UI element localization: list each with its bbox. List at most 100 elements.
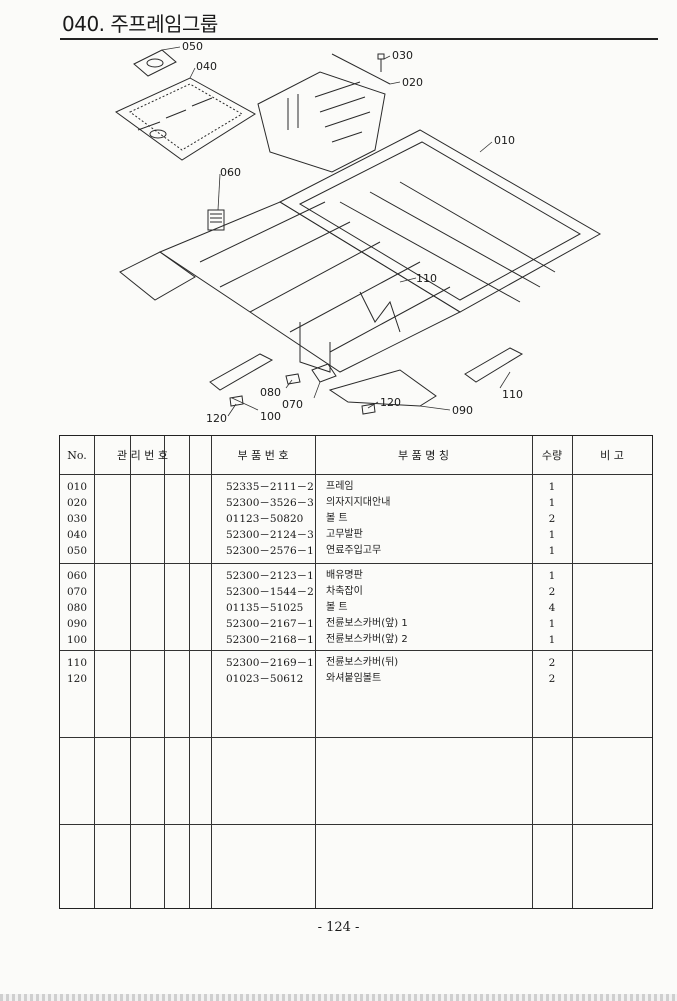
callout-070: 070 [282, 398, 303, 411]
cell-no: 030 [67, 513, 88, 525]
cell-name: 의자지지대안내 [326, 497, 391, 508]
cell-pn: 52335－2111－2 [226, 481, 314, 493]
callout-100: 100 [260, 410, 281, 423]
exploded-parts-diagram: 050 040 030 020 010 060 110 080 070 120 … [115, 42, 602, 425]
table-row: 120 01023－50612 와셔붙임볼트 2 [60, 671, 652, 687]
cell-qty: 2 [548, 513, 556, 525]
cell-pn: 52300－2576－1 [226, 545, 314, 557]
callout-060: 060 [220, 166, 241, 179]
table-row: 110 52300－2169－1 전륜보스카버(뒤) 2 [60, 655, 652, 671]
page-number: - 124 - [317, 920, 360, 935]
callout-110-lower: 110 [502, 388, 523, 401]
cell-qty: 1 [548, 634, 556, 646]
cell-pn: 01135－51025 [226, 602, 304, 614]
table-row: 090 52300－2167－1 전륜보스카버(앞) 1 1 [60, 616, 652, 632]
callout-040: 040 [196, 60, 217, 73]
cell-qty: 1 [548, 481, 556, 493]
cell-name: 전륜보스카버(뒤) [326, 657, 399, 668]
cell-name: 와셔붙임볼트 [326, 673, 382, 684]
callout-020: 020 [402, 76, 423, 89]
cell-pn: 52300－2124－3 [226, 529, 314, 541]
callout-labels: 050 040 030 020 010 060 110 080 070 120 … [182, 42, 523, 425]
table-rule [130, 436, 131, 908]
table-rule [164, 436, 165, 908]
part-060-name-plate [207, 209, 225, 231]
cell-qty: 1 [548, 497, 556, 509]
table-rule [60, 474, 652, 475]
scan-edge [0, 994, 677, 1001]
cell-no: 070 [67, 586, 88, 598]
callout-leaders [161, 46, 511, 417]
callout-110-upper: 110 [416, 272, 437, 285]
cell-no: 020 [67, 497, 88, 509]
cell-pn: 52300－1544－2 [226, 586, 314, 598]
callout-050: 050 [182, 42, 203, 53]
cell-pn: 52300－2167－1 [226, 618, 314, 630]
table-row: 050 52300－2576－1 연료주입고무 1 [60, 543, 652, 559]
callout-120-right: 120 [380, 396, 401, 409]
cell-qty: 1 [548, 545, 556, 557]
part-090-front-cover-1 [328, 369, 437, 407]
table-row: 030 01123－50820 볼 트 2 [60, 511, 652, 527]
cell-name: 전륜보스카버(앞) 1 [326, 618, 408, 629]
page-title: 040. 주프레임그룹 [62, 12, 218, 36]
cell-pn: 01023－50612 [226, 673, 304, 685]
cell-name: 볼 트 [326, 602, 348, 613]
cell-no: 080 [67, 602, 88, 614]
cell-no: 040 [67, 529, 88, 541]
table-row: 100 52300－2168－1 전륜보스카버(앞) 2 1 [60, 632, 652, 648]
table-row: 080 01135－51025 볼 트 4 [60, 600, 652, 616]
cell-no: 110 [67, 657, 88, 669]
part-110-rear-cover [464, 347, 524, 383]
cell-no: 010 [67, 481, 88, 493]
table-row: 070 52300－1544－2 차축잡이 2 [60, 584, 652, 600]
callout-120-left: 120 [206, 412, 227, 425]
header-qty: 수량 [541, 449, 563, 462]
part-080-bolt [285, 373, 301, 385]
header-part-name: 부 품 명 칭 [398, 449, 449, 462]
table-row: 040 52300－2124－3 고무발판 1 [60, 527, 652, 543]
cell-qty: 4 [548, 602, 556, 614]
cell-qty: 2 [548, 586, 556, 598]
cell-name: 프레임 [326, 481, 354, 492]
cell-pn: 01123－50820 [226, 513, 304, 525]
cell-name: 연료주입고무 [326, 545, 382, 556]
callout-010: 010 [494, 134, 515, 147]
callout-080: 080 [260, 386, 281, 399]
table-rule [60, 563, 652, 564]
table-rule [60, 737, 652, 738]
callout-030: 030 [392, 49, 413, 62]
cell-pn: 52300－2168－1 [226, 634, 314, 646]
cell-name: 배유명판 [326, 570, 363, 581]
part-010-main-frame [119, 129, 602, 373]
cell-qty: 2 [548, 673, 556, 685]
table-rule [189, 436, 190, 908]
cell-qty: 1 [548, 570, 556, 582]
header-remarks: 비 고 [600, 449, 624, 462]
cell-no: 060 [67, 570, 88, 582]
table-rule [211, 436, 212, 908]
table-row: 010 52335－2111－2 프레임 1 [60, 479, 652, 495]
cell-qty: 1 [548, 529, 556, 541]
cell-name: 고무발판 [326, 529, 363, 540]
cell-pn: 52300－2169－1 [226, 657, 314, 669]
cell-pn: 52300－2123－1 [226, 570, 314, 582]
part-020-seat-support [257, 53, 391, 173]
cell-no: 050 [67, 545, 88, 557]
header-mgmt-number: 관 리 번 호 [117, 449, 168, 462]
cell-pn: 52300－3526－3 [226, 497, 314, 509]
table-rule [60, 824, 652, 825]
part-100-front-cover-2 [209, 353, 274, 391]
parts-table: No. 관 리 번 호 부 품 번 호 부 품 명 칭 수량 비 고 010 5… [59, 435, 653, 909]
part-120-washer-bolt [229, 395, 376, 415]
table-rule [572, 436, 573, 908]
cell-qty: 1 [548, 618, 556, 630]
part-070-axle-holder [311, 363, 337, 383]
cell-qty: 2 [548, 657, 556, 669]
cell-no: 120 [67, 673, 88, 685]
table-rule [94, 436, 95, 908]
part-030-bolt [377, 53, 385, 72]
title-rule [60, 38, 658, 40]
cell-no: 100 [67, 634, 88, 646]
table-row: 060 52300－2123－1 배유명판 1 [60, 568, 652, 584]
